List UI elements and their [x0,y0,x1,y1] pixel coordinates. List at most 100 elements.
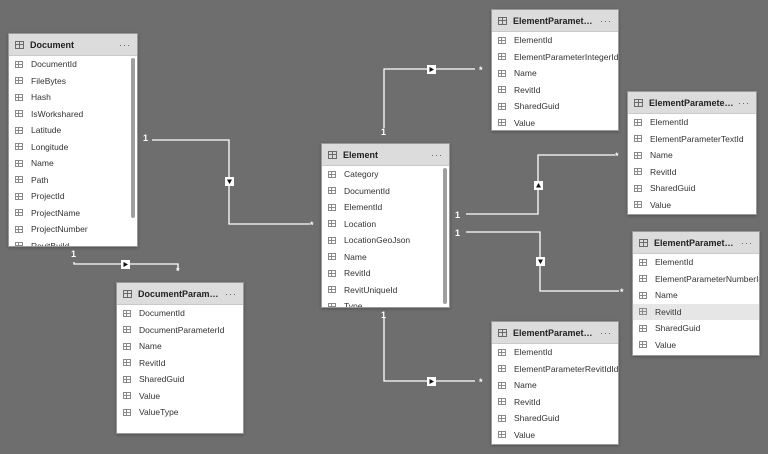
more-options-icon[interactable]: ··· [600,327,612,338]
field-row[interactable]: FileBytes [9,73,137,90]
field-row[interactable]: Name [633,287,759,304]
field-row[interactable]: ProjectId [9,188,137,205]
field-row[interactable]: Name [492,65,618,82]
field-row[interactable]: ElementId [492,344,618,361]
field-row[interactable]: SharedGuid [633,320,759,337]
field-row[interactable]: Value [117,388,243,405]
arrow-up-icon[interactable] [534,181,543,190]
field-label: SharedGuid [514,101,560,112]
field-row[interactable]: Name [628,147,756,164]
field-row[interactable]: ElementId [633,254,759,271]
field-row[interactable]: Category [322,166,449,183]
field-label: Longitude [31,141,69,152]
field-row[interactable]: DocumentParameterId [117,322,243,339]
field-icon [15,93,23,101]
field-row[interactable]: ElementId [628,114,756,131]
field-row[interactable]: Hash [9,89,137,106]
more-options-icon[interactable]: ··· [600,15,612,26]
arrow-down-icon[interactable] [225,177,234,186]
table-header[interactable]: ElementParameterI... ··· [492,10,618,32]
field-row[interactable]: ElementParameterNumberId [633,271,759,288]
field-row[interactable]: Name [117,338,243,355]
field-row[interactable]: Latitude [9,122,137,139]
field-row[interactable]: SharedGuid [628,180,756,197]
field-row[interactable]: RevitId [633,303,759,320]
more-options-icon[interactable]: ··· [741,237,753,248]
arrow-down-icon[interactable] [536,257,545,266]
field-label: DocumentId [344,185,390,196]
field-row[interactable]: Value [492,115,618,131]
field-row[interactable]: Name [9,155,137,172]
field-label: Value [655,339,677,350]
field-row[interactable]: SharedGuid [492,410,618,427]
field-row[interactable]: RevitId [117,355,243,372]
more-options-icon[interactable]: ··· [738,97,750,108]
table-header[interactable]: ElementParameter... ··· [492,322,618,344]
cardinality-one: 1 [455,210,461,220]
scrollbar[interactable] [131,58,135,218]
field-row[interactable]: ElementParameterIntegerId [492,49,618,66]
table-header[interactable]: ElementParameter... ··· [633,232,759,254]
field-row[interactable]: SharedGuid [492,98,618,115]
field-icon [123,375,131,383]
field-row[interactable]: Name [322,249,449,266]
scrollbar[interactable] [443,168,447,304]
arrow-right-icon[interactable] [121,260,130,269]
table-icon [123,289,132,298]
field-row[interactable]: ProjectName [9,205,137,222]
more-options-icon[interactable]: ··· [225,288,237,299]
table-header[interactable]: Document ··· [9,34,137,56]
field-row[interactable]: Value [492,427,618,444]
field-row[interactable]: DocumentId [322,183,449,200]
table-header[interactable]: Element ··· [322,144,449,166]
cardinality-one: 1 [381,127,387,137]
more-options-icon[interactable]: ··· [119,39,131,50]
field-row[interactable]: Type [322,298,449,307]
field-row[interactable]: ElementParameterRevitIdId [492,361,618,378]
field-row[interactable]: ValueType [117,404,243,421]
field-icon [15,60,23,68]
arrow-right-icon[interactable] [427,377,436,386]
field-row[interactable]: RevitBuild [9,238,137,246]
arrow-right-icon[interactable] [427,65,436,74]
field-row[interactable]: Value [628,197,756,214]
field-row[interactable]: IsWorkshared [9,106,137,123]
field-row[interactable]: Name [492,377,618,394]
field-icon [498,86,506,94]
rel-element-eprevitid [383,318,475,382]
table-title: Document [30,39,75,50]
table-header[interactable]: ElementParameterT... ··· [628,92,756,114]
field-row[interactable]: RevitId [322,265,449,282]
field-row[interactable]: Longitude [9,139,137,156]
field-row[interactable]: RevitId [628,164,756,181]
field-row[interactable]: Location [322,216,449,233]
field-row[interactable]: Path [9,172,137,189]
field-row[interactable]: ElementId [322,199,449,216]
field-row[interactable]: RevitId [492,82,618,99]
field-label: ProjectId [31,191,65,202]
field-row[interactable]: ElementId [492,32,618,49]
field-row[interactable]: RevitUniqueId [322,282,449,299]
more-options-icon[interactable]: ··· [431,149,443,160]
field-row[interactable]: ElementParameterTextId [628,131,756,148]
field-row[interactable]: LocationGeoJson [322,232,449,249]
field-row[interactable]: DocumentId [117,305,243,322]
field-row[interactable]: Value [633,337,759,354]
field-label: RevitId [344,268,371,279]
field-row[interactable]: RevitId [492,394,618,411]
table-header[interactable]: DocumentParameter ··· [117,283,243,305]
field-row[interactable]: ProjectNumber [9,221,137,238]
field-label: Value [650,199,672,210]
field-row[interactable]: DocumentId [9,56,137,73]
field-row[interactable]: SharedGuid [117,371,243,388]
